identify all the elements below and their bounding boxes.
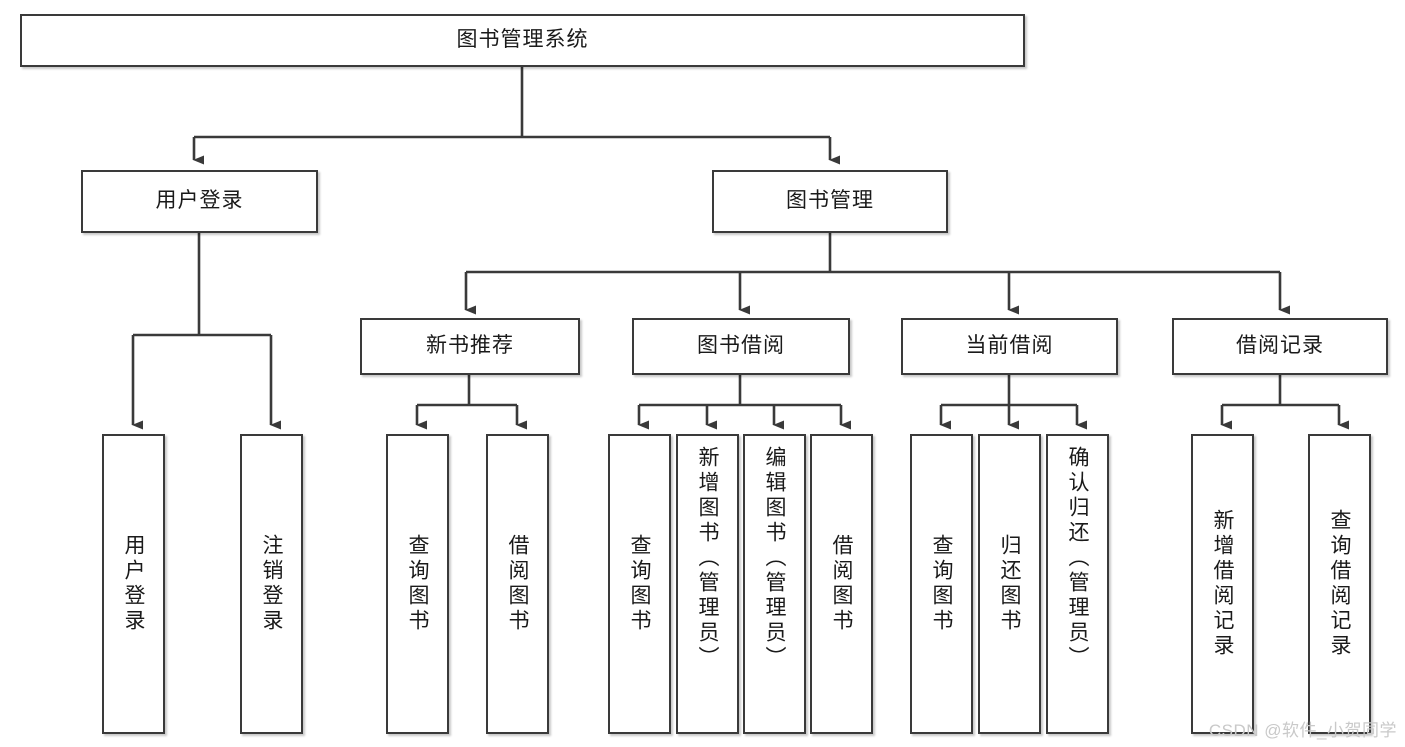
node-leaf-add-borrow-record[interactable]: 新增借阅记录 <box>1191 434 1254 734</box>
node-leaf-add-book-admin[interactable]: 新增图书（管理员） <box>676 434 739 734</box>
node-label: 编辑图书（管理员） <box>763 446 786 671</box>
node-leaf-user-login[interactable]: 用户登录 <box>102 434 165 734</box>
node-leaf-confirm-return-admin[interactable]: 确认归还（管理员） <box>1046 434 1109 734</box>
node-leaf-borrow-book-2[interactable]: 借阅图书 <box>810 434 873 734</box>
node-leaf-query-borrow-record[interactable]: 查询借阅记录 <box>1308 434 1371 734</box>
node-book-management[interactable]: 图书管理 <box>712 170 948 233</box>
node-label: 借阅记录 <box>1236 334 1324 358</box>
node-label: 用户登录 <box>122 534 145 634</box>
node-leaf-query-book-3[interactable]: 查询图书 <box>910 434 973 734</box>
node-leaf-edit-book-admin[interactable]: 编辑图书（管理员） <box>743 434 806 734</box>
node-book-management-system[interactable]: 图书管理系统 <box>20 14 1025 67</box>
node-label: 注销登录 <box>260 534 283 634</box>
node-label: 借阅图书 <box>830 534 853 634</box>
node-leaf-logout-login[interactable]: 注销登录 <box>240 434 303 734</box>
node-label: 新增图书（管理员） <box>696 446 719 671</box>
node-label: 查询借阅记录 <box>1328 509 1351 659</box>
node-label: 图书管理 <box>786 189 874 213</box>
node-borrow-record[interactable]: 借阅记录 <box>1172 318 1388 375</box>
node-label: 用户登录 <box>155 189 244 213</box>
node-book-borrow[interactable]: 图书借阅 <box>632 318 850 375</box>
node-leaf-borrow-book-1[interactable]: 借阅图书 <box>486 434 549 734</box>
node-label: 新增借阅记录 <box>1211 509 1234 659</box>
node-label: 确认归还（管理员） <box>1066 446 1089 671</box>
node-label: 查询图书 <box>406 534 429 634</box>
node-label: 新书推荐 <box>426 334 514 358</box>
node-current-borrow[interactable]: 当前借阅 <box>901 318 1118 375</box>
node-label: 图书管理系统 <box>456 28 589 52</box>
node-label: 查询图书 <box>628 534 651 634</box>
node-leaf-query-book-1[interactable]: 查询图书 <box>386 434 449 734</box>
node-label: 查询图书 <box>930 534 953 634</box>
node-label: 图书借阅 <box>697 334 785 358</box>
node-label: 当前借阅 <box>965 334 1054 358</box>
node-label: 借阅图书 <box>506 534 529 634</box>
node-label: 归还图书 <box>998 534 1021 634</box>
node-new-book-recommend[interactable]: 新书推荐 <box>360 318 580 375</box>
csdn-watermark: CSDN @软件_小贺同学 <box>1208 721 1397 740</box>
node-user-login[interactable]: 用户登录 <box>81 170 318 233</box>
node-leaf-return-book[interactable]: 归还图书 <box>978 434 1041 734</box>
node-leaf-query-book-2[interactable]: 查询图书 <box>608 434 671 734</box>
